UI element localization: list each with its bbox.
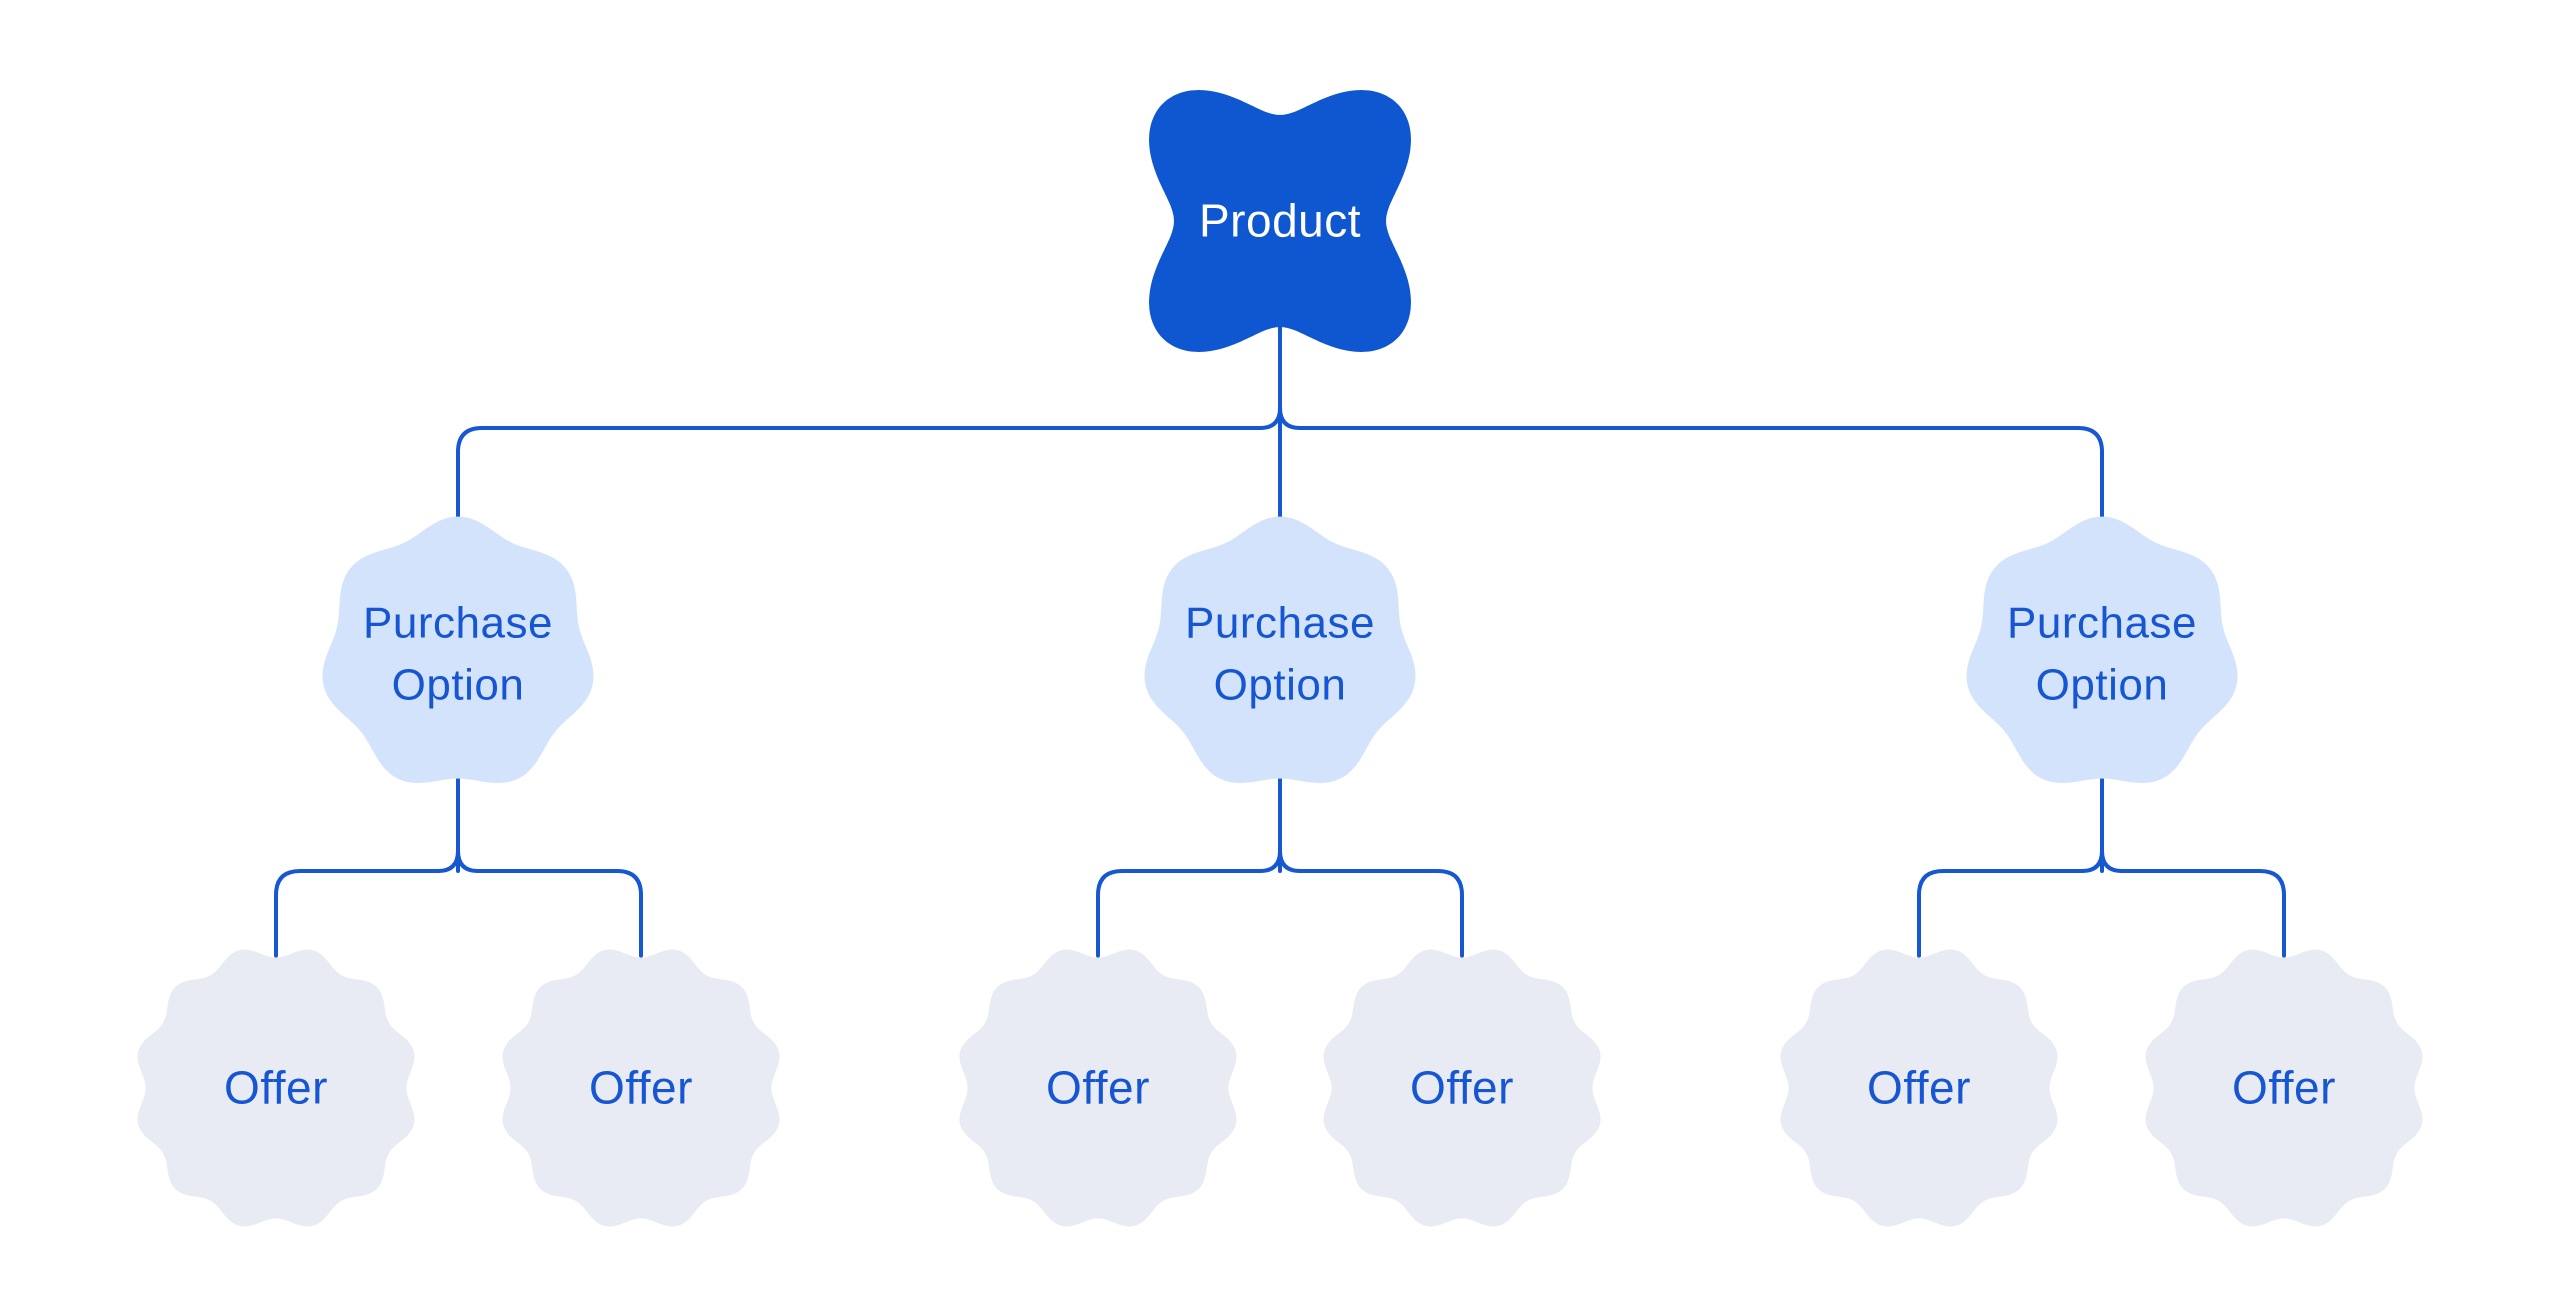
connector-option-3-right xyxy=(2100,849,2286,958)
connector-option-3-left xyxy=(1917,849,2104,958)
node-label-offer-2: Offer xyxy=(589,1061,693,1114)
node-shapes xyxy=(137,90,2423,1227)
node-label-purchase-option-3: Purchase Option xyxy=(2007,598,2197,710)
node-offer-4 xyxy=(1323,949,1601,1227)
node-offer-6 xyxy=(2145,949,2423,1227)
connector-option-1-left xyxy=(274,849,460,958)
node-label-purchase-option-1: Purchase Option xyxy=(363,598,553,710)
connector-option-2-left xyxy=(1096,849,1282,958)
node-purchase-option-1 xyxy=(322,516,594,783)
connector-lines xyxy=(274,325,2286,958)
node-label-offer-1: Offer xyxy=(224,1061,328,1114)
node-label-offer-4: Offer xyxy=(1410,1061,1514,1114)
node-label-offer-3: Offer xyxy=(1046,1061,1150,1114)
node-label-offer-5: Offer xyxy=(1867,1061,1971,1114)
connector-option-2-right xyxy=(1278,849,1464,958)
node-product xyxy=(1149,90,1411,352)
node-label-offer-6: Offer xyxy=(2232,1061,2336,1114)
connector-root-left xyxy=(456,406,1282,519)
connector-option-1-right xyxy=(456,849,643,958)
node-label-purchase-option-2: Purchase Option xyxy=(1185,598,1375,710)
node-offer-2 xyxy=(502,949,780,1227)
node-offer-1 xyxy=(137,949,415,1227)
node-offer-3 xyxy=(959,949,1237,1227)
node-purchase-option-2 xyxy=(1144,516,1416,783)
node-label-product: Product xyxy=(1198,194,1362,247)
node-offer-5 xyxy=(1780,949,2058,1227)
connector-root-right xyxy=(1278,406,2104,519)
node-purchase-option-3 xyxy=(1966,516,2238,783)
